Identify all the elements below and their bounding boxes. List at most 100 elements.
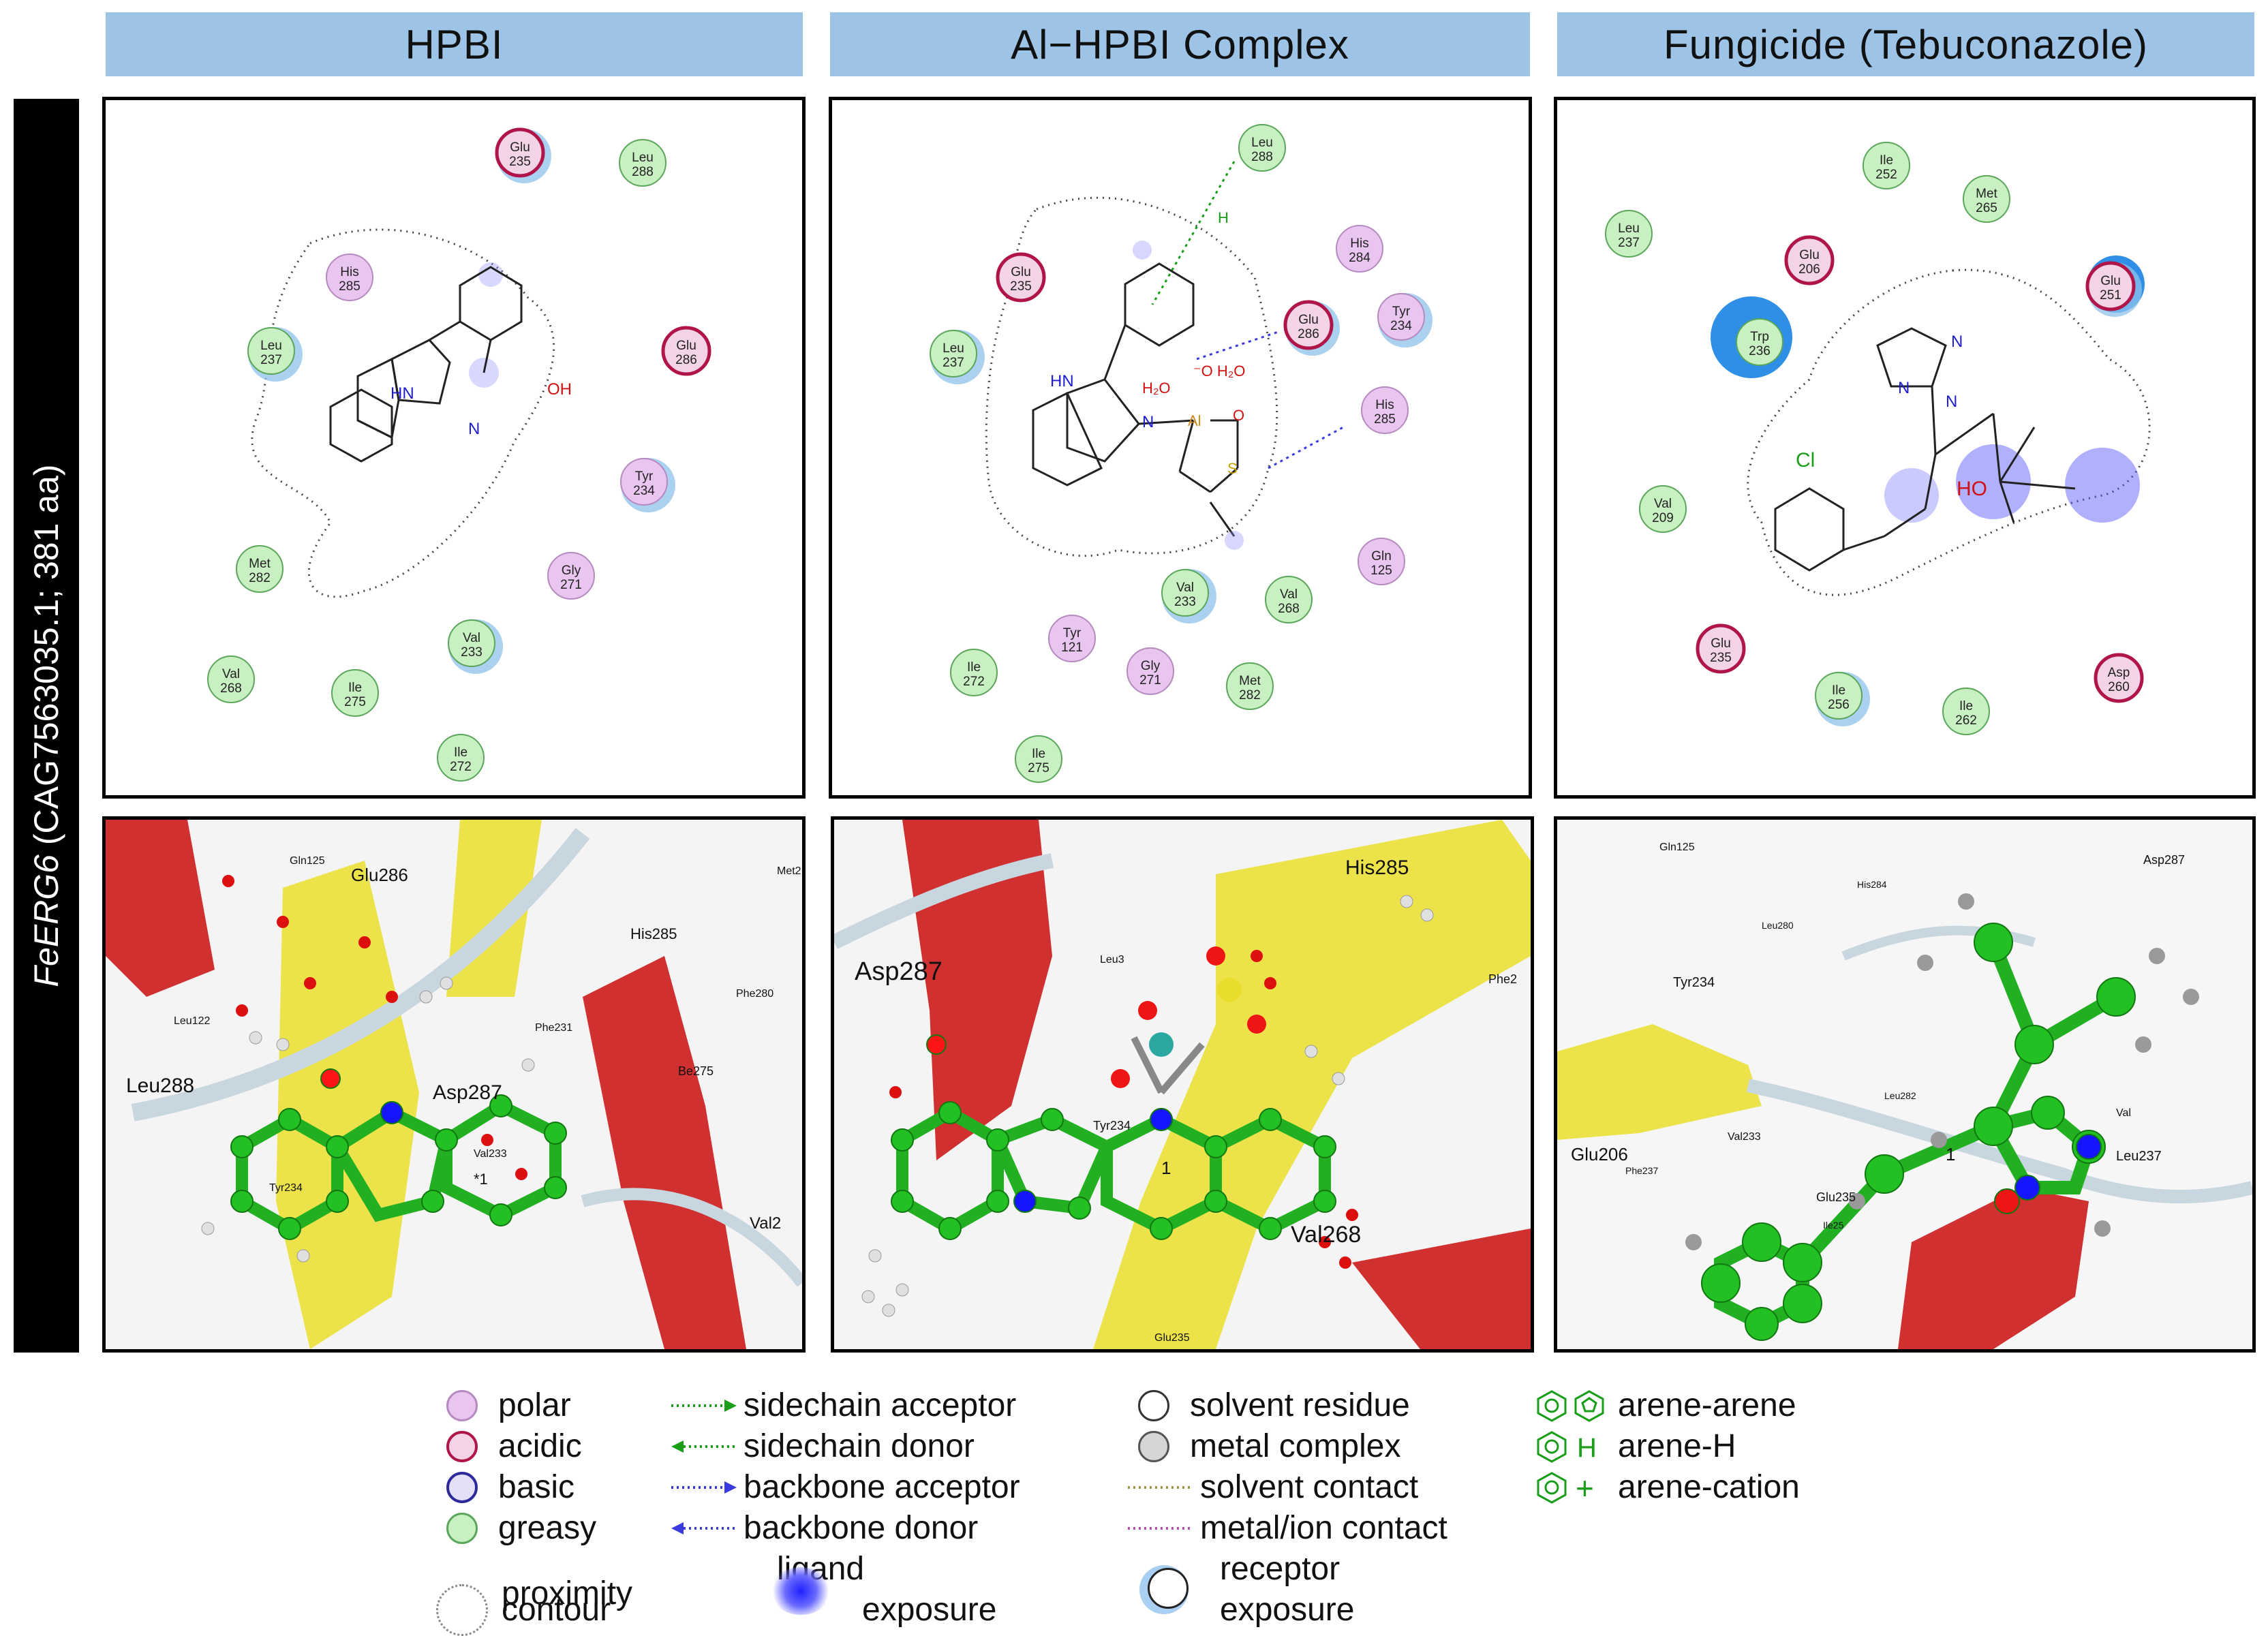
residue-name: Tyr: [635, 469, 654, 484]
polar-residue-icon: [446, 1389, 478, 1421]
legend-label: arene-cation: [1618, 1469, 1800, 1505]
residue-glu-286: Glu286: [661, 326, 711, 376]
residue-number: 286: [1298, 327, 1319, 341]
residue-disc: [661, 326, 711, 376]
residue-label: 1: [1946, 1144, 1955, 1164]
residue-disc: [1336, 225, 1383, 273]
ribbon-helix: [1352, 1229, 1531, 1349]
residue-number: 288: [1251, 150, 1273, 164]
legend-label: greasy: [498, 1510, 597, 1546]
hydrogen-atoms: [201, 976, 535, 1263]
arene-h-icon: H: [1537, 1430, 1597, 1463]
residue-label: Phe231: [535, 1022, 572, 1034]
residue-number: 275: [1028, 761, 1049, 775]
legend-greasy: greasy: [446, 1509, 596, 1547]
column-header-tebuconazole: Fungicide (Tebuconazole): [1557, 12, 2254, 76]
residue-label: His285: [1345, 856, 1409, 879]
residue-name: Ile: [348, 681, 362, 695]
residue-label: Glu206: [1571, 1144, 1628, 1164]
residue-name: Trp: [1750, 330, 1769, 344]
residue-number: 271: [1139, 673, 1161, 688]
residue-glu-235: Glu235: [495, 127, 551, 183]
greasy-residue-icon: [446, 1512, 478, 1544]
legend-label: acidic: [498, 1428, 582, 1464]
al-hpbi-3d-view: His285 Asp287 Val268 Tyr234 1 Leu3 Glu23…: [834, 820, 1531, 1349]
row-label-bar: [14, 99, 79, 1353]
residue-disc: [620, 458, 668, 506]
water-atoms: [889, 950, 1358, 1269]
residue-glu-206: Glu206: [1784, 235, 1835, 285]
atom-label-n: N: [1946, 392, 1957, 411]
residue-label: Asp287: [2143, 853, 2185, 867]
atom-label-n: N: [1898, 379, 1910, 397]
backbone-donor-arrow-icon: [671, 1522, 737, 1534]
residue-disc: [1283, 300, 1334, 350]
metal-complex-icon: [1138, 1430, 1169, 1462]
residue-number: 237: [943, 356, 964, 370]
legend-sidechain-donor: sidechain donor: [671, 1427, 975, 1465]
legend-basic: basic: [446, 1468, 574, 1506]
residue-val-268: Val268: [1265, 576, 1313, 623]
hpbi-molecule: [329, 262, 523, 463]
residue-disc: [619, 139, 666, 187]
residue-label: Tyr234: [1673, 975, 1715, 990]
legend-arene-arene: arene-arene: [1533, 1387, 1796, 1424]
residue-glu-286: Glu286: [1283, 300, 1340, 356]
atom-label-cl: Cl: [1796, 449, 1815, 472]
residue-disc: [1226, 662, 1274, 710]
residue-label: Val268: [1291, 1222, 1361, 1248]
residue-disc: [1358, 538, 1405, 585]
residue-disc: [1696, 623, 1746, 674]
legend-label: arene-arene: [1618, 1387, 1796, 1423]
backbone-acceptor-line: [1196, 330, 1279, 360]
residue-number: 233: [1174, 595, 1196, 609]
residue-number: 265: [1976, 201, 1997, 215]
legend-metal-complex: metal complex: [1138, 1427, 1400, 1465]
residue-number: 260: [2108, 680, 2130, 694]
hpbi-ligand-atoms: [230, 1068, 567, 1240]
residue-name: Glu: [510, 140, 530, 155]
residue-label: Asp287: [855, 957, 943, 986]
arene-h-symbol: H: [1577, 1433, 1597, 1463]
legend-label: metal complex: [1190, 1428, 1401, 1464]
ribbon-helix: [1898, 1188, 2089, 1349]
residue-name: Val: [1176, 581, 1194, 595]
label-group: Glu286 His285 Leu288 Asp287 Leu122 Phe23…: [126, 855, 801, 1233]
residue-name: Met: [1976, 187, 1997, 201]
residue-disc: [930, 330, 977, 377]
legend-label: solvent contact: [1200, 1469, 1419, 1505]
ribbon-coil: [131, 827, 590, 1122]
residue-his-285: His285: [1361, 386, 1409, 434]
hpbi-3d-docking-panel: Glu286 His285 Leu288 Asp287 Leu122 Phe23…: [102, 816, 806, 1353]
residue-number: 288: [632, 165, 654, 179]
residue-name: Leu: [1618, 221, 1640, 236]
residue-name: His: [340, 265, 358, 279]
residue-leu-237: Leu237: [1605, 210, 1653, 258]
ribbon-sheet: [1093, 820, 1531, 1349]
residue-label: Leu237: [2116, 1149, 2162, 1164]
label-group: Gln125 Asp287 Tyr234 Glu206 Val233 Glu23…: [1571, 842, 2185, 1231]
residue-label: Leu280: [1762, 920, 1794, 931]
residue-number: 236: [1749, 344, 1771, 358]
residue-number: 234: [1390, 319, 1412, 333]
legend-solvent-contact: solvent contact: [1128, 1468, 1418, 1506]
residue-label: Glu235: [1154, 1332, 1190, 1344]
residue-number: 282: [249, 571, 271, 585]
residue-name: Gly: [1141, 659, 1161, 673]
aluminium-complex: [1111, 946, 1266, 1095]
residue-number: 233: [461, 645, 482, 660]
residue-disc: [1361, 386, 1409, 434]
residue-name: Gly: [562, 564, 581, 578]
water-atoms: [222, 875, 527, 1180]
residue-disc: [1377, 293, 1425, 341]
residue-name: Asp: [2108, 666, 2130, 680]
residue-label: His284: [1857, 879, 1887, 890]
legend-label: solvent residue: [1190, 1387, 1410, 1423]
residue-name: Met: [1239, 674, 1261, 688]
residue-disc: [1015, 735, 1062, 783]
residue-number: 251: [2100, 288, 2121, 303]
residue-disc: [2094, 653, 2144, 703]
legend-arene-h: H arene-H: [1533, 1427, 1736, 1465]
